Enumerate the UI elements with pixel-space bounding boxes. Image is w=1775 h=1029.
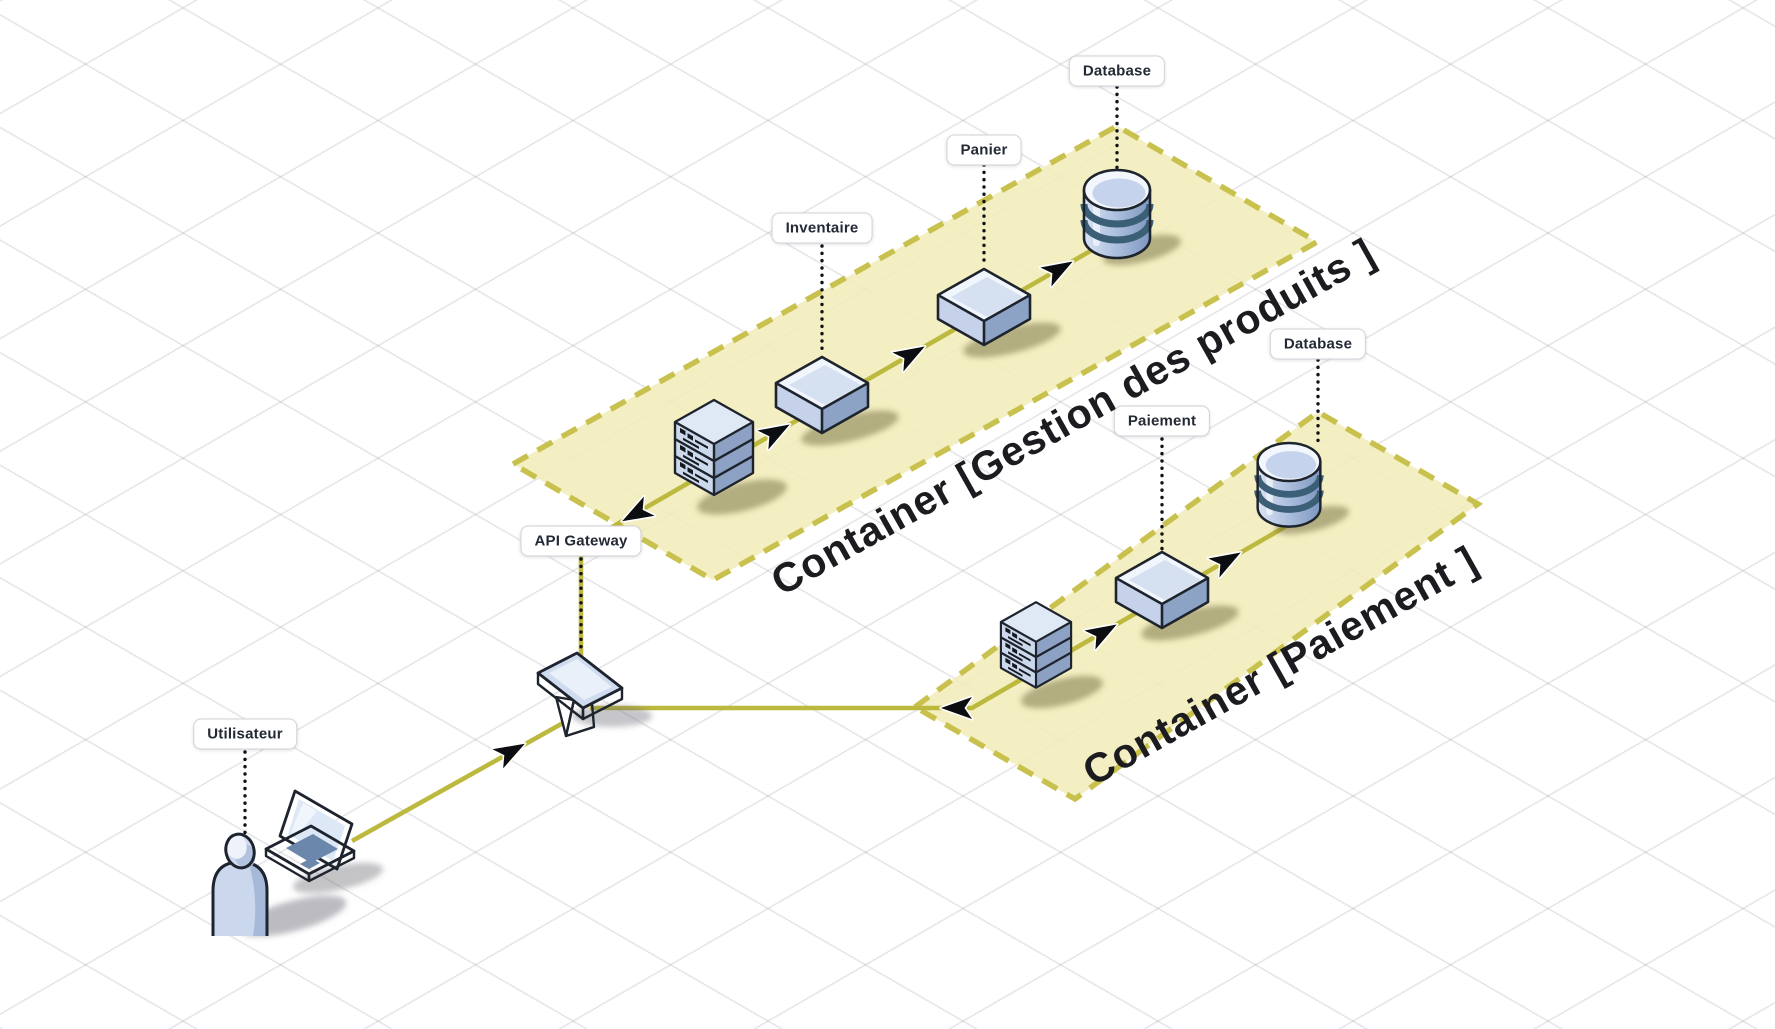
node-label-text: Inventaire <box>785 219 859 237</box>
relationship-user-to-gateway <box>350 720 565 844</box>
node-label-text: Paiement <box>1127 412 1197 430</box>
node-label-text: Database <box>1283 335 1353 353</box>
node-label-utilisateur[interactable]: Utilisateur <box>193 718 297 750</box>
node-label-text: Database <box>1082 62 1152 80</box>
node-label-paiement[interactable]: Paiement <box>1113 405 1211 437</box>
database-cylinder-icon-products[interactable] <box>1084 170 1150 258</box>
node-label-database-products[interactable]: Database <box>1068 55 1166 87</box>
label-connectors <box>243 85 1320 836</box>
gateway-plinth-icon[interactable] <box>536 651 624 738</box>
node-label-text: Utilisateur <box>207 725 283 743</box>
node-label-inventaire[interactable]: Inventaire <box>771 212 873 244</box>
node-label-text: API Gateway <box>534 532 628 550</box>
server-stack-icon-products[interactable] <box>675 400 753 495</box>
laptop-icon[interactable] <box>264 789 356 883</box>
node-label-api-gateway[interactable]: API Gateway <box>520 525 642 557</box>
node-label-text: Panier <box>960 141 1008 159</box>
person-icon[interactable] <box>211 831 269 936</box>
arrow-user-to-gateway <box>490 732 532 771</box>
node-label-panier[interactable]: Panier <box>946 134 1022 166</box>
database-cylinder-icon-payment[interactable] <box>1258 443 1321 527</box>
server-stack-icon-payment[interactable] <box>1001 602 1071 688</box>
node-label-database-payment[interactable]: Database <box>1269 328 1367 360</box>
